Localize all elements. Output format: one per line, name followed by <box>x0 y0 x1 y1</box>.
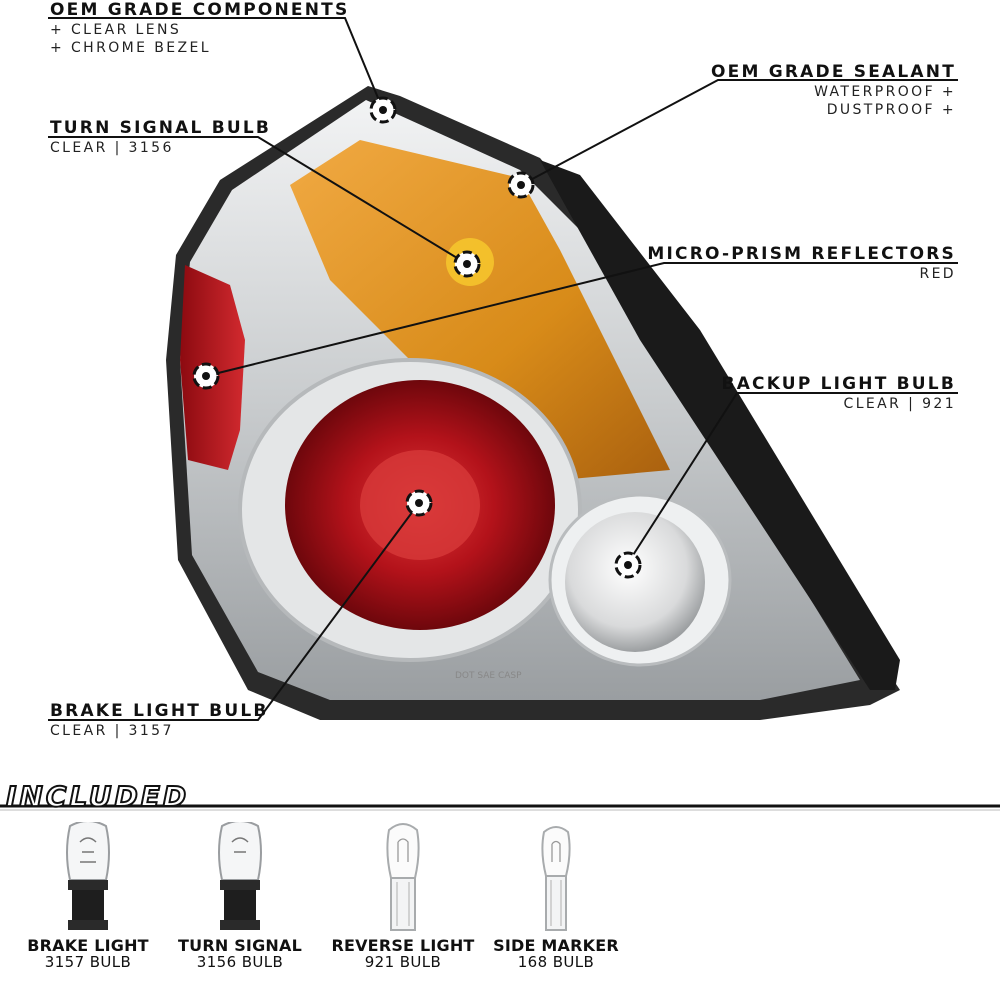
leader-lines <box>48 17 958 721</box>
callout-micro-prism-title: MICRO-PRISM REFLECTORS <box>647 244 956 264</box>
target-markers <box>192 96 642 579</box>
bulb-name-reverse: REVERSE LIGHT <box>331 936 475 955</box>
lens-marking: DOT SAE CASP <box>455 671 522 681</box>
bulb-label-side: SIDE MARKER 168 BULB <box>471 936 641 971</box>
callout-turn-signal: TURN SIGNAL BULB CLEAR | 3156 <box>50 118 272 156</box>
3157-bulb-icon <box>66 822 110 930</box>
callout-oem-components: OEM GRADE COMPONENTS + CLEAR LENS + CHRO… <box>50 0 350 56</box>
callout-brake: BRAKE LIGHT BULB CLEAR | 3157 <box>50 701 269 739</box>
callout-oem-components-title: OEM GRADE COMPONENTS <box>50 0 350 20</box>
callout-turn-signal-title: TURN SIGNAL BULB <box>50 118 272 138</box>
callout-micro-prism: MICRO-PRISM REFLECTORS RED <box>647 244 956 282</box>
callout-backup: BACKUP LIGHT BULB CLEAR | 921 <box>721 374 956 412</box>
housing-edge <box>540 160 900 690</box>
bulb-code-reverse: 921 BULB <box>364 952 442 971</box>
callout-oem-sealant: OEM GRADE SEALANT WATERPROOF + DUSTPROOF… <box>711 62 956 118</box>
callout-backup-title: BACKUP LIGHT BULB <box>721 374 956 394</box>
bulb-code-brake: 3157 BULB <box>44 952 132 971</box>
bulb-name-turn: TURN SIGNAL <box>178 936 302 955</box>
bulb-name-brake: BRAKE LIGHT <box>27 936 149 955</box>
callout-brake-title: BRAKE LIGHT BULB <box>50 701 269 721</box>
callout-oem-components-line-2: + CHROME BEZEL <box>50 40 211 56</box>
amber-turn-section <box>290 140 670 480</box>
bulb-label-reverse: REVERSE LIGHT 921 BULB <box>318 936 488 971</box>
168-bulb-icon <box>541 826 571 931</box>
bulb-name-side: SIDE MARKER <box>493 936 619 955</box>
callout-brake-sub: CLEAR | 3157 <box>50 723 174 739</box>
callout-oem-sealant-line-1: WATERPROOF + <box>814 84 956 100</box>
bulb-label-brake: BRAKE LIGHT 3157 BULB <box>3 936 173 971</box>
callout-oem-sealant-line-2: DUSTPROOF + <box>826 102 956 118</box>
bulb-code-turn: 3156 BULB <box>196 952 284 971</box>
callout-oem-sealant-title: OEM GRADE SEALANT <box>711 62 956 82</box>
921-bulb-icon <box>386 823 420 931</box>
callout-oem-components-line-1: + CLEAR LENS <box>50 22 182 38</box>
3156-bulb-icon <box>218 822 262 930</box>
bulb-icons <box>66 822 571 931</box>
callout-micro-prism-sub: RED <box>919 266 956 282</box>
included-heading: INCLUDED <box>5 779 190 814</box>
bulb-label-turn: TURN SIGNAL 3156 BULB <box>155 936 325 971</box>
backup-clear-lens <box>565 512 705 652</box>
callout-turn-signal-sub: CLEAR | 3156 <box>50 140 174 156</box>
bulb-code-side: 168 BULB <box>517 952 595 971</box>
callout-backup-sub: CLEAR | 921 <box>843 396 956 412</box>
